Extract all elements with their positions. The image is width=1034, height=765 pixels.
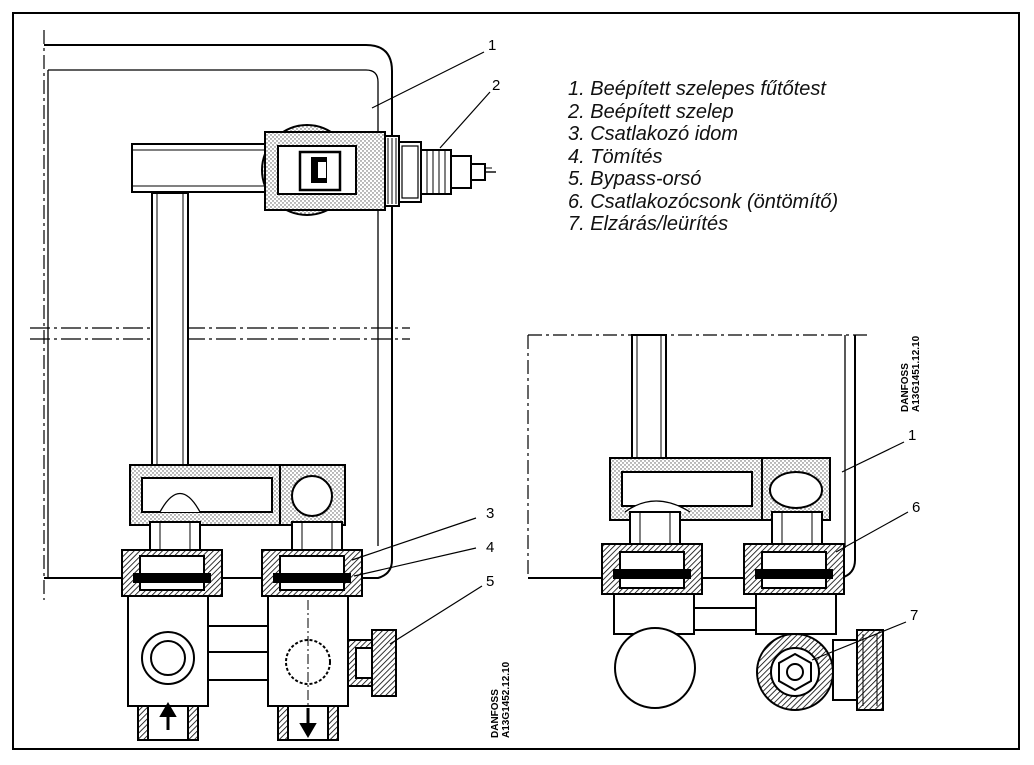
legend-item-2: 2. Beépített szelep <box>568 100 734 123</box>
legend: 1. Beépített szelepes fűtőtest 2. Beépít… <box>568 78 838 236</box>
return-port <box>614 627 696 709</box>
callout-5: 5 <box>486 573 494 590</box>
legend-item-3: 3. Csatlakozó idom <box>568 123 739 145</box>
legend-item-6: 6. Csatlakozócsonk (öntömítő) <box>568 190 839 213</box>
right-installation-drawing <box>527 334 909 711</box>
left-code-line2: A13G1452.12.10 <box>501 661 512 738</box>
callout-2: 2 <box>492 77 500 94</box>
right-drawing-code: DANFOSS A13G1451.12.10 <box>900 335 922 412</box>
callout-1-left: 1 <box>488 37 496 54</box>
figure-frame <box>12 12 1020 750</box>
callout-3: 3 <box>486 505 494 522</box>
right-code-line1: DANFOSS <box>900 363 911 412</box>
callout-1-right: 1 <box>908 427 916 444</box>
left-code-line1: DANFOSS <box>490 689 501 738</box>
left-installation-drawing <box>30 30 496 741</box>
radiator-body <box>44 44 393 579</box>
callout-7: 7 <box>910 607 918 624</box>
radiator-inner-line <box>48 69 379 546</box>
legend-item-4: 4. Tömítés <box>568 145 663 168</box>
valve-insert <box>420 149 452 195</box>
callout-6: 6 <box>912 499 920 516</box>
legend-item-5: 5. Bypass-orsó <box>568 168 702 190</box>
legend-item-1: 1. Beépített szelepes fűtőtest <box>568 78 826 100</box>
left-drawing-code: DANFOSS A13G1452.12.10 <box>490 661 512 738</box>
callout-4: 4 <box>486 539 494 556</box>
legend-item-7: 7. Elzárás/leürítés <box>568 213 729 235</box>
right-code-line2: A13G1451.12.10 <box>911 335 922 412</box>
